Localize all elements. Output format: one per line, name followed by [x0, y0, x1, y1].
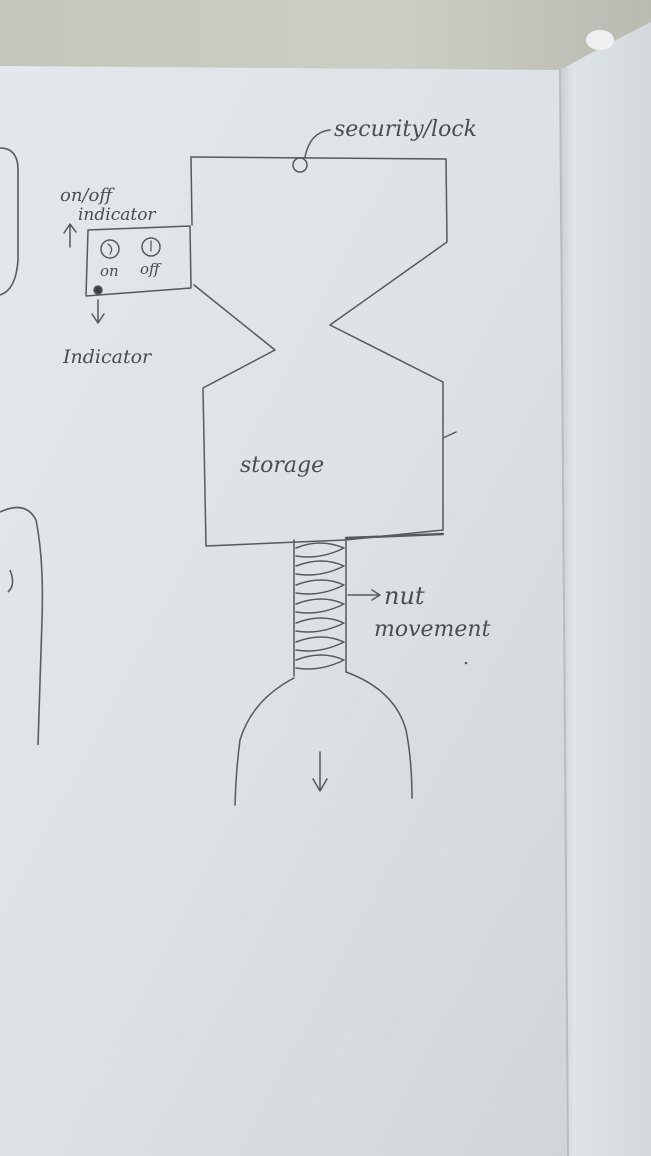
label-indicator: Indicator	[62, 346, 153, 368]
paper-sheet	[0, 66, 568, 1156]
label-storage: storage	[240, 453, 324, 478]
label-on: on	[100, 262, 119, 280]
label-nut-line2: movement	[374, 617, 491, 642]
light-glare	[586, 30, 614, 50]
next-page	[560, 22, 651, 1156]
label-nut-line1: nut	[384, 582, 425, 610]
pencil-dot	[465, 662, 468, 665]
label-security-lock: security/lock	[334, 117, 477, 142]
label-on-off-indicator-line1: on/off	[60, 185, 115, 206]
label-on-off-indicator-line2: indicator	[78, 205, 156, 225]
label-off: off	[140, 260, 162, 278]
